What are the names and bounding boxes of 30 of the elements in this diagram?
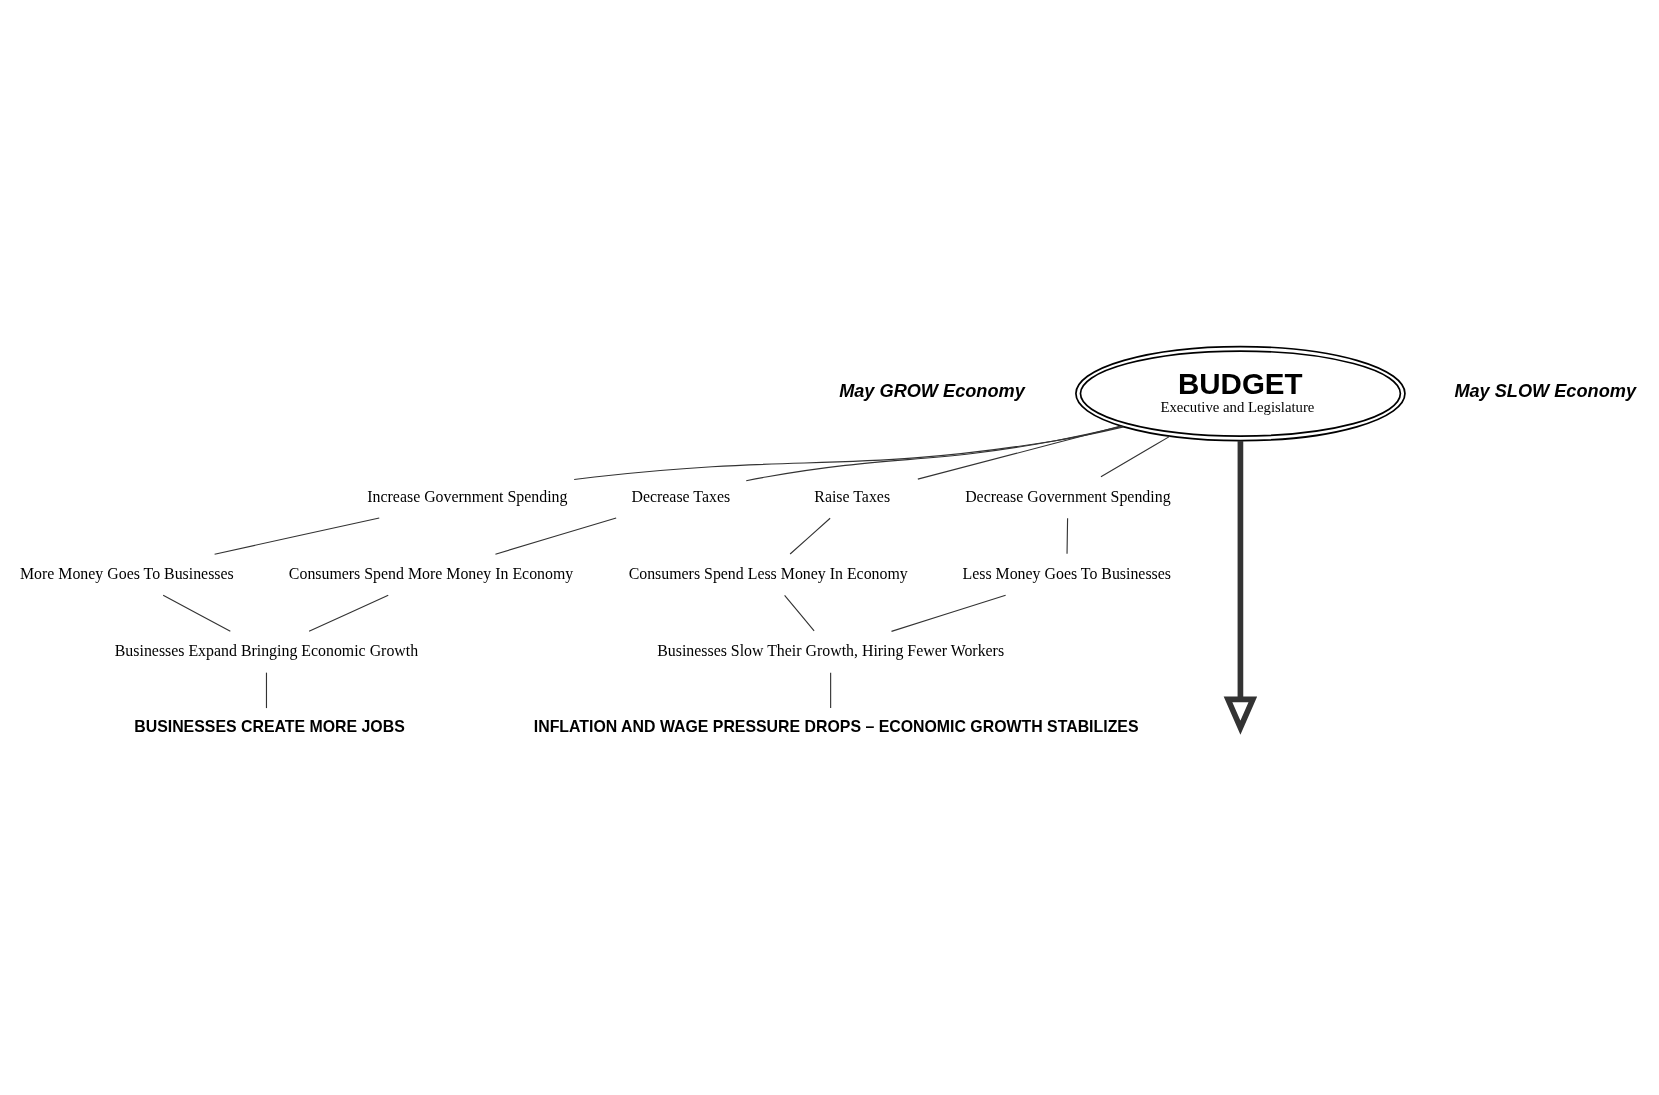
- connector: [308, 594, 389, 632]
- node-text: Raise Taxes: [814, 487, 891, 505]
- connector: [214, 516, 380, 555]
- connector: [890, 594, 1007, 632]
- arrow: [1223, 440, 1258, 735]
- node-text: Decrease Government Spending: [965, 487, 1171, 505]
- node-text: INFLATION AND WAGE PRESSURE DROPS – ECONOMIC GROWTH STABILIZES: [533, 717, 1139, 735]
- node-text: Decrease Taxes: [631, 487, 731, 505]
- connector: [830, 671, 832, 709]
- connector: [1066, 517, 1069, 554]
- node-text: BUSINESSES CREATE MORE JOBS: [134, 717, 405, 735]
- node-text: Increase Government Spending: [367, 487, 568, 505]
- node-text: Businesses Expand Bringing Economic Growth: [114, 641, 419, 659]
- connector: [1100, 435, 1171, 477]
- node-text: Businesses Slow Their Growth, Hiring Fewer Workers: [657, 641, 1005, 659]
- label: May GROW Economy: [839, 380, 1025, 401]
- connector: [265, 671, 268, 709]
- connector: [917, 425, 1122, 480]
- node-text: Consumers Spend Less Money In Economy: [628, 564, 908, 582]
- node-ellipse: BUDGET Executive and Legislature: [1075, 345, 1406, 442]
- label: May SLOW Economy: [1454, 380, 1636, 401]
- connector: [789, 517, 831, 555]
- connector: [573, 425, 1125, 480]
- connector: [745, 425, 1123, 481]
- connector: [162, 594, 231, 632]
- connector: [494, 516, 617, 555]
- node-text: Less Money Goes To Businesses: [962, 564, 1171, 582]
- node-text: Consumers Spend More Money In Economy: [288, 564, 574, 582]
- node-text: More Money Goes To Businesses: [19, 564, 234, 582]
- connector: [784, 594, 815, 631]
